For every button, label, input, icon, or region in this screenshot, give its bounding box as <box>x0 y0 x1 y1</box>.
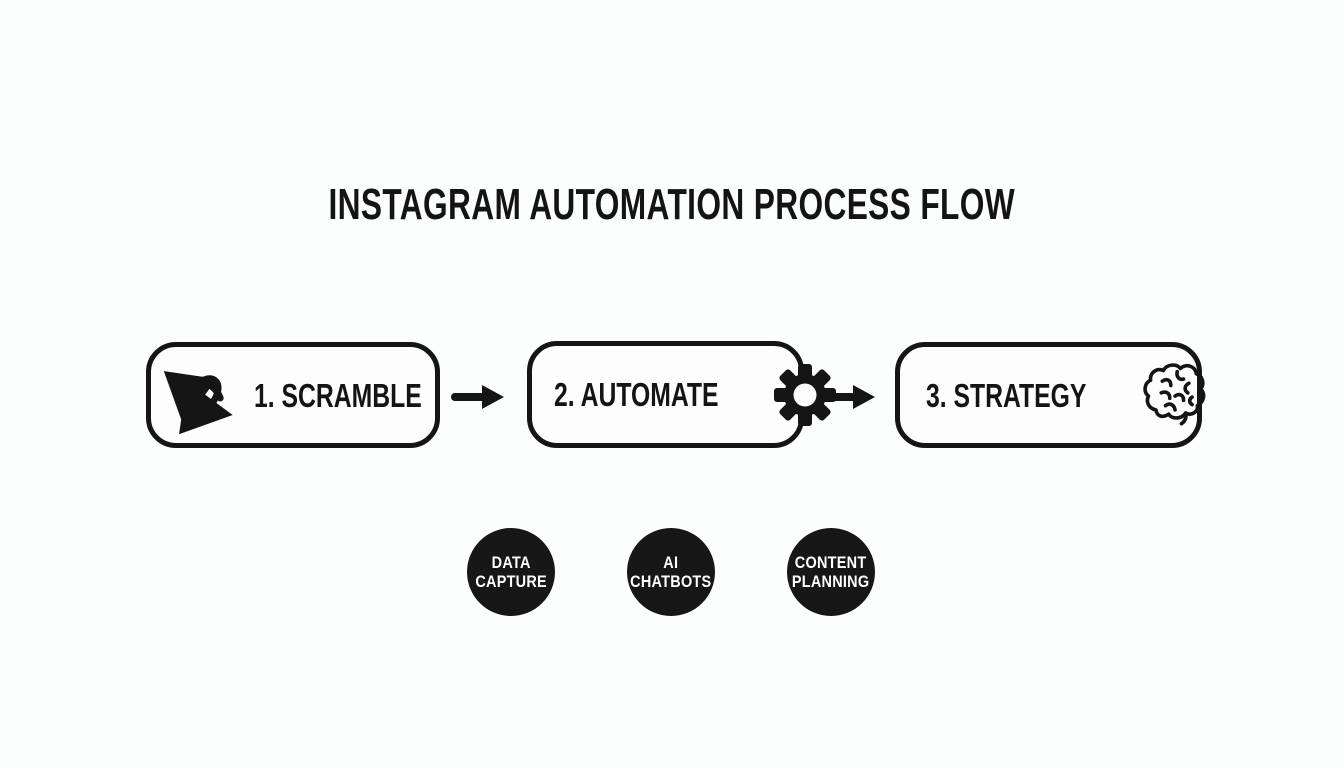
badge-line: CONTENT <box>795 553 867 572</box>
badge-text: AI CHATBOTS <box>630 553 711 591</box>
step-label-scramble: 1. SCRAMBLE <box>254 376 422 414</box>
step-label-strategy: 3. STRATEGY <box>926 376 1087 414</box>
badge-text: CONTENT PLANNING <box>792 553 870 591</box>
step-box-scramble: 1. SCRAMBLE <box>146 342 440 448</box>
badge-text: DATA CAPTURE <box>475 553 547 591</box>
scramble-shuffle-icon <box>164 356 242 434</box>
arrow-right-icon <box>821 383 877 411</box>
badge-content-planning: CONTENT PLANNING <box>787 528 875 616</box>
step-box-automate: 2. AUTOMATE <box>527 341 837 448</box>
step-box-strategy: 3. STRATEGY <box>895 342 1206 448</box>
badge-line: CHATBOTS <box>630 572 712 591</box>
arrow-right-icon <box>450 383 506 411</box>
badge-line: PLANNING <box>792 572 870 591</box>
badge-line: AI <box>663 553 679 572</box>
brain-icon <box>1140 361 1208 429</box>
title-bar: INSTAGRAM AUTOMATION PROCESS FLOW <box>0 183 1344 227</box>
step-label-automate: 2. AUTOMATE <box>554 376 719 413</box>
badge-ai-chatbots: AI CHATBOTS <box>627 528 715 616</box>
badge-data-capture: DATA CAPTURE <box>467 528 555 616</box>
diagram-title: INSTAGRAM AUTOMATION PROCESS FLOW <box>328 180 1016 229</box>
badge-line: DATA <box>491 553 531 572</box>
badge-line: CAPTURE <box>475 572 547 591</box>
